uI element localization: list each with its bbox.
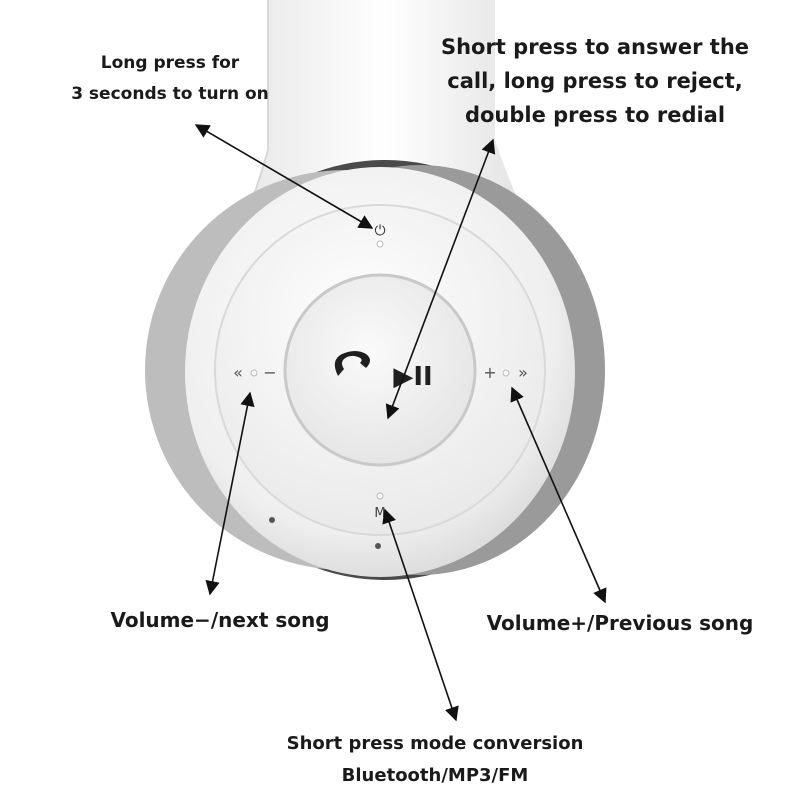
power-label: Long press for 3 seconds to turn on <box>40 48 300 111</box>
power-label-line-1: Long press for <box>100 53 240 73</box>
arrow-call <box>385 138 496 420</box>
mode-icon: M <box>374 506 385 521</box>
power-label-line-2: 3 seconds to turn on <box>71 84 269 105</box>
power-icon: ⏻ <box>374 223 385 239</box>
mode-led-dot <box>376 492 384 500</box>
next-chevrons-icon: » <box>518 363 528 382</box>
arrow-volume-minus <box>205 391 255 596</box>
minus-led-dot <box>250 369 258 377</box>
call-label: Short press to answer the call, long pre… <box>405 30 785 132</box>
arrow-mode <box>382 508 459 722</box>
plus-icon: + <box>483 363 496 382</box>
volume-minus-label: Volume−/next song <box>110 608 330 632</box>
mode-label-line-2: Bluetooth/MP3/FM <box>341 764 529 786</box>
mode-label-line-1: Short press mode conversion <box>286 733 584 754</box>
phone-icon <box>334 351 370 376</box>
center-button <box>283 273 477 467</box>
mode-label: Short press mode conversion Bluetooth/MP… <box>220 728 650 791</box>
cup-dot-bottom <box>375 543 381 549</box>
prev-chevrons-icon: « <box>233 363 243 382</box>
arrow-volume-plus <box>510 386 607 604</box>
arrow-power <box>194 124 374 229</box>
power-led-dot <box>376 240 384 248</box>
volume-plus-label: Volume+/Previous song <box>486 611 754 635</box>
plus-led-dot <box>502 369 510 377</box>
cup-dot-left <box>269 517 275 523</box>
minus-icon: − <box>263 363 276 382</box>
call-label-line-1: Short press to answer the <box>440 35 750 59</box>
call-label-line-3: double press to redial <box>464 103 726 128</box>
call-label-line-2: call, long press to reject, <box>447 69 743 94</box>
